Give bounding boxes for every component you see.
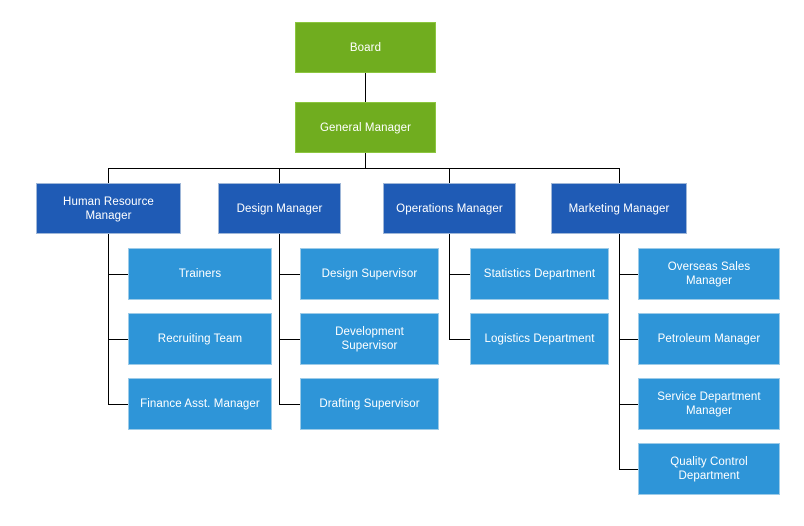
connector-hr-spine — [108, 234, 109, 404]
org-node-label: Development Supervisor — [335, 326, 404, 352]
org-node-service-department-manager[interactable]: Service Department Manager — [638, 378, 780, 430]
connector-board-to-gm — [365, 73, 366, 102]
connector-hr-to-trainers — [108, 274, 128, 275]
org-node-label: Human Resource Manager — [63, 195, 154, 222]
org-node-label: Trainers — [178, 268, 222, 280]
connector-bus-to-hr — [108, 168, 109, 183]
org-node-label: Petroleum Manager — [657, 333, 761, 345]
connector-marketing-to-quality-control-department — [619, 469, 638, 470]
org-node-design-manager[interactable]: Design Manager — [218, 183, 341, 234]
org-node-label: Operations Manager — [396, 202, 503, 215]
connector-managers-bus — [108, 168, 620, 169]
org-node-human-resource-manager[interactable]: Human Resource Manager — [36, 183, 181, 234]
org-node-label: Logistics Department — [484, 333, 595, 345]
connector-hr-to-recruiting-team — [108, 339, 128, 340]
org-node-label: Board — [349, 41, 382, 54]
org-node-label: Drafting Supervisor — [319, 398, 420, 410]
org-node-board[interactable]: Board — [295, 22, 436, 73]
org-node-recruiting-team[interactable]: Recruiting Team — [128, 313, 272, 365]
connector-design-to-design-supervisor — [279, 274, 300, 275]
org-node-label: Quality Control Department — [670, 456, 748, 482]
org-node-label: Design Supervisor — [321, 268, 418, 280]
org-node-label: Design Manager — [236, 202, 323, 215]
org-node-label: Service Department Manager — [657, 391, 761, 417]
connector-design-to-development-supervisor — [279, 339, 300, 340]
org-node-design-supervisor[interactable]: Design Supervisor — [300, 248, 439, 300]
org-node-drafting-supervisor[interactable]: Drafting Supervisor — [300, 378, 439, 430]
connector-design-spine — [279, 234, 280, 404]
org-node-trainers[interactable]: Trainers — [128, 248, 272, 300]
org-node-label: Recruiting Team — [157, 333, 243, 345]
org-node-label: Statistics Department — [483, 268, 596, 280]
org-node-label: Overseas Sales Manager — [667, 261, 751, 287]
connector-marketing-to-petroleum-manager — [619, 339, 638, 340]
org-node-petroleum-manager[interactable]: Petroleum Manager — [638, 313, 780, 365]
org-node-marketing-manager[interactable]: Marketing Manager — [551, 183, 687, 234]
connector-operations-to-logistics-department — [449, 339, 470, 340]
connector-gm-stem — [365, 153, 366, 168]
org-node-label: Finance Asst. Manager — [140, 398, 260, 410]
org-node-logistics-department[interactable]: Logistics Department — [470, 313, 609, 365]
connector-bus-to-operations — [449, 168, 450, 183]
connector-marketing-to-service-department-manager — [619, 404, 638, 405]
org-node-overseas-sales-manager[interactable]: Overseas Sales Manager — [638, 248, 780, 300]
org-node-general-manager[interactable]: General Manager — [295, 102, 436, 153]
connector-bus-to-design — [279, 168, 280, 183]
org-node-statistics-department[interactable]: Statistics Department — [470, 248, 609, 300]
connector-hr-to-finance-asst-manager — [108, 404, 128, 405]
org-node-label: General Manager — [320, 121, 411, 134]
connector-operations-spine — [449, 234, 450, 339]
connector-design-to-drafting-supervisor — [279, 404, 300, 405]
org-node-finance-asst-manager[interactable]: Finance Asst. Manager — [128, 378, 272, 430]
org-node-quality-control-department[interactable]: Quality Control Department — [638, 443, 780, 495]
org-node-label: Marketing Manager — [568, 202, 670, 215]
connector-bus-to-marketing — [619, 168, 620, 183]
org-node-development-supervisor[interactable]: Development Supervisor — [300, 313, 439, 365]
connector-marketing-to-overseas-sales-manager — [619, 274, 638, 275]
connector-operations-to-statistics-department — [449, 274, 470, 275]
connector-marketing-spine — [619, 234, 620, 469]
org-node-operations-manager[interactable]: Operations Manager — [383, 183, 516, 234]
